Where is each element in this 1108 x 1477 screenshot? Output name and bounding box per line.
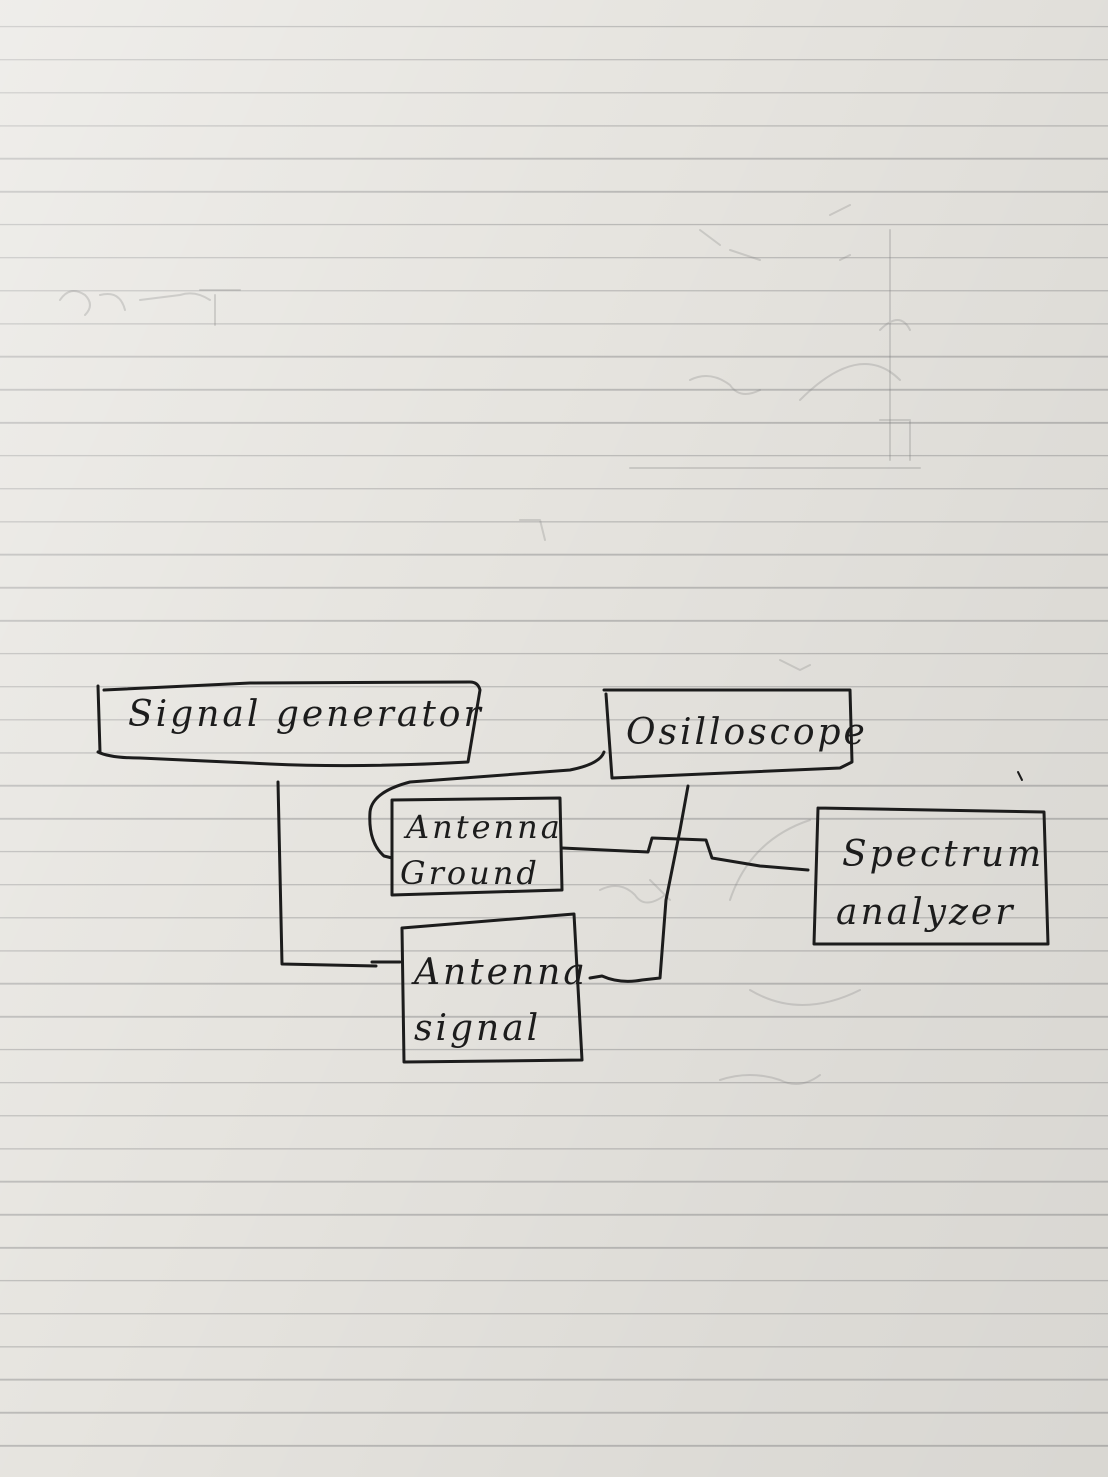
antenna-signal-label-line2: signal [414,1008,541,1049]
antenna-signal-node: Antenna signal [400,912,588,1064]
wire-osilloscope-to-antenna-ground [368,750,606,860]
connections [276,750,810,983]
antenna-ground-box [390,796,564,897]
wire-antenna-ground-to-spectrum-analyzer [560,836,810,872]
spectrum-analyzer-label-line1: Spectrum [842,834,1044,875]
stray-pen-mark [1017,771,1023,781]
signal-generator-label: Signal generator [128,694,484,735]
antenna-signal-label-line1: Antenna [411,952,588,993]
antenna-ground-node: Antenna Ground [390,796,564,897]
spectrum-analyzer-label-line2: analyzer [836,892,1015,933]
signal-generator-node: Signal generator [96,680,484,768]
osilloscope-label: Osilloscope [626,712,868,753]
spectrum-analyzer-box [812,806,1050,946]
antenna-ground-label-line1: Antenna [403,808,563,846]
spectrum-analyzer-node: Spectrum analyzer [812,806,1050,946]
signal-generator-box [96,680,482,768]
osilloscope-box [602,688,854,780]
osilloscope-node: Osilloscope [602,688,868,780]
antenna-signal-box [400,912,584,1064]
wire-osilloscope-to-antenna-signal [588,784,690,983]
wire-signal-generator-to-antenna-signal [276,780,402,968]
antenna-ground-label-line2: Ground [400,854,540,892]
erased-marks [59,204,921,1085]
